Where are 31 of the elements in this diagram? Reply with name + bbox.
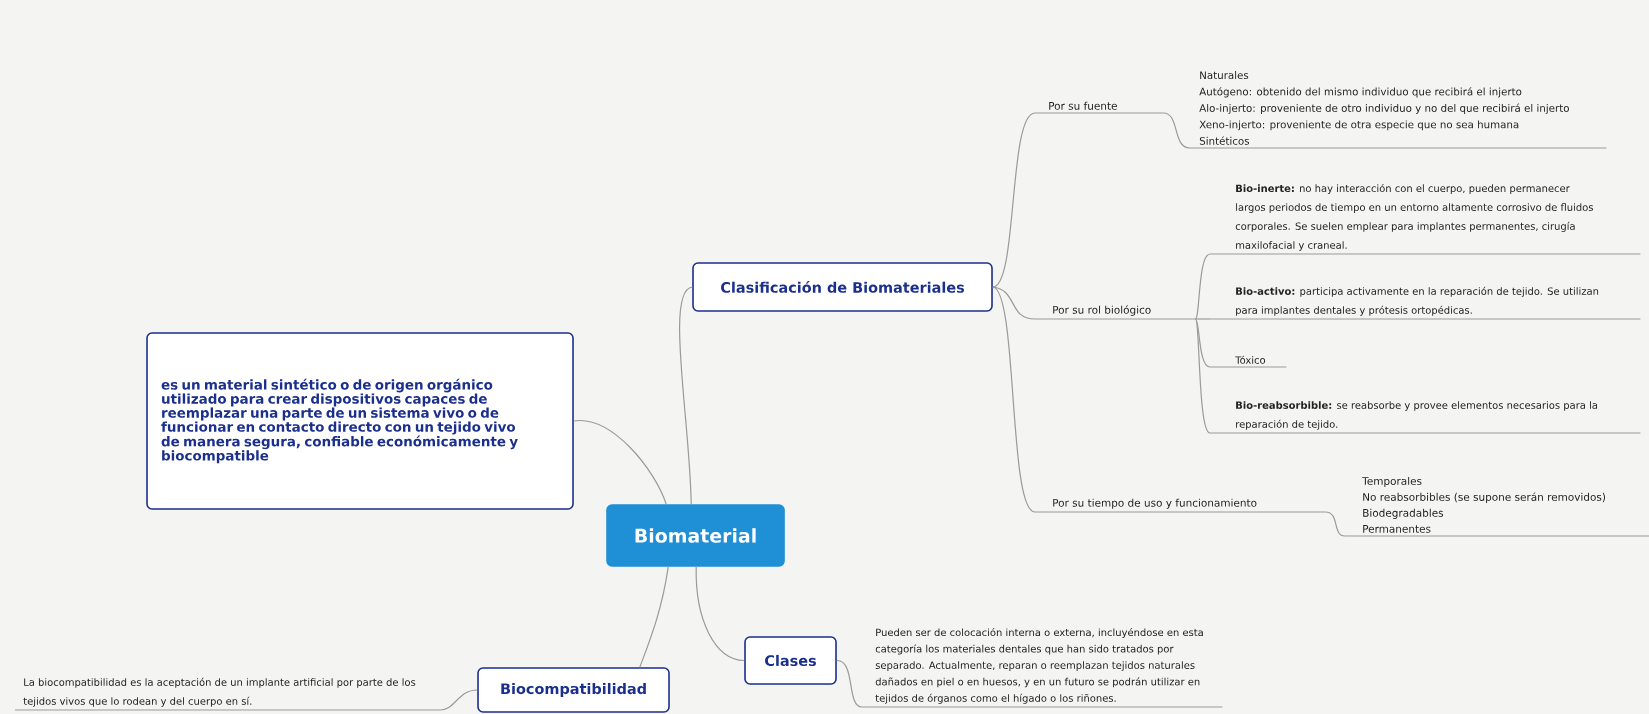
branch-line	[992, 286, 1036, 513]
branch-text: Bio-activo: participa activamente en la reparación de tejido. Se utilizan para implantes dentales y prótesis ortopédicas.	[1209, 286, 1641, 320]
branch-line	[992, 286, 1036, 320]
branch-line	[1194, 253, 1211, 320]
branch-line	[439, 689, 478, 711]
branch-line	[1324, 511, 1346, 537]
branch-text: Por su tiempo de uso y funcionamiento	[1034, 498, 1326, 513]
branch-text: Tóxico	[1209, 355, 1287, 368]
branch-line	[573, 420, 667, 505]
topic-box: Biocompatibilidad	[477, 667, 670, 713]
branch-line	[836, 659, 863, 708]
branch-text: La biocompatibilidad es la aceptación de un implante artificial por parte de los tejidos vivos que lo rodean y del cuerpo en sí.	[14, 677, 441, 711]
branch-line	[1194, 318, 1211, 320]
topic-box: Clases	[744, 636, 837, 685]
branch-line	[695, 566, 745, 662]
central-topic-box: Biomaterial	[606, 504, 785, 567]
branch-line	[992, 112, 1036, 288]
topic-box: Clasificación de Biomateriales	[692, 262, 993, 312]
branch-line	[639, 566, 669, 668]
branch-line	[1194, 318, 1211, 434]
definition-box: es un material sintético o de origen orgánico utilizado para crear dispositivos capaces de reemplazar una parte de un sistema vivo o de funcionar en contacto directo con un tejido vivo de manera segura, confiable económicamente y biocompatible	[146, 332, 574, 510]
branch-line	[679, 286, 693, 505]
branch-line	[1194, 318, 1211, 368]
branch-text: Por su rol biológico	[1034, 305, 1196, 320]
branch-text: Naturales Autógeno: obtenido del mismo individuo que recibirá el injerto Alo-injerto: proveniente de otro individuo y no del que recibirá el injerto Xeno-injerto: proveniente de otra especie que no sea humana Sintéticos	[1189, 71, 1607, 149]
branch-text: Por su fuente	[1034, 101, 1164, 114]
branch-text: Temporales No reabsorbibles (se supone serán removidos) Biodegradables Permanentes	[1344, 476, 1649, 537]
branch-text: Bio-reabsorbible: se reabsorbe y provee elementos necesarios para la reparación de tejido.	[1209, 401, 1641, 434]
branch-text: Pueden ser de colocación interna o externa, incluyéndose en esta categoría los materiales dentales que han sido tratados por separado. Actualmente, reparan o reemplazan tejidos naturales dañados en piel o en huesos, y en un futuro se podrán utilizar en tejidos de órganos como el hígado o los riñones.	[861, 628, 1223, 708]
branch-text: Bio-inerte: no hay interacción con el cuerpo, pueden permanecer largos periodos de tiempo en un entorno altamente corrosivo de fluidos corporales. Se suelen emplear para implantes permanentes, cirugía maxilofacial y craneal.	[1209, 183, 1641, 255]
branch-line	[1162, 112, 1191, 149]
